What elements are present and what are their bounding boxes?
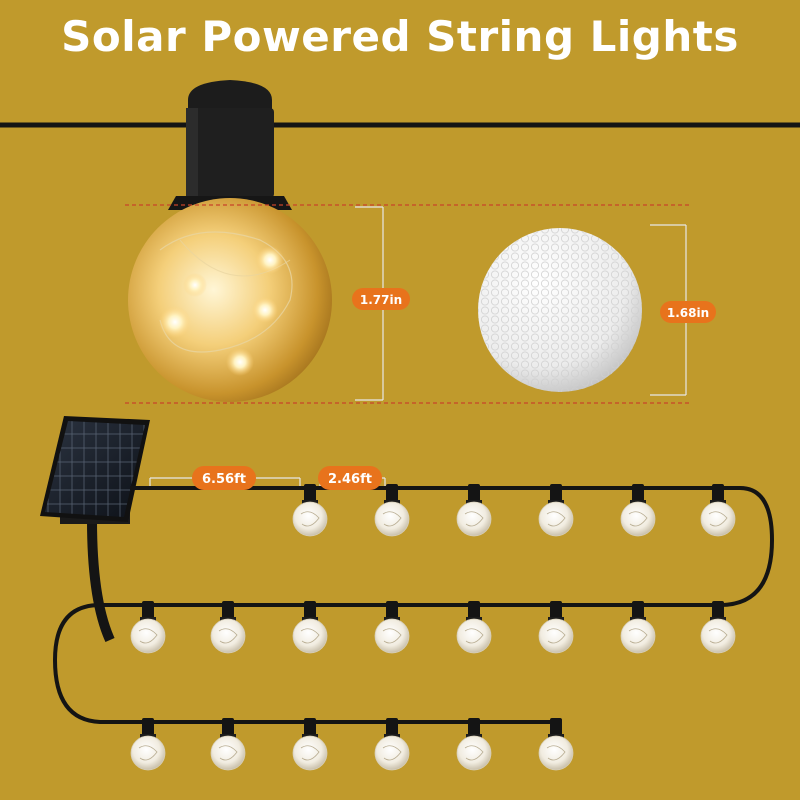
- string-bulb: [538, 601, 574, 654]
- string-bulb: [538, 484, 574, 537]
- string-bulb: [374, 718, 410, 771]
- solar-panel: [40, 416, 150, 643]
- ball-size-label: 1.68in: [660, 301, 716, 323]
- string-bulb: [292, 718, 328, 771]
- svg-text:6.56ft: 6.56ft: [202, 472, 246, 487]
- string-bulb: [292, 601, 328, 654]
- bulb-size-label: 1.77in: [352, 288, 410, 310]
- string-bulb: [130, 718, 166, 771]
- string-bulb: [620, 484, 656, 537]
- bulb-row-group: [130, 484, 736, 771]
- svg-text:1.77in: 1.77in: [360, 293, 402, 307]
- string-bulb: [210, 601, 246, 654]
- string-bulb: [210, 718, 246, 771]
- string-bulb: [456, 484, 492, 537]
- string-bulb: [374, 601, 410, 654]
- svg-text:2.46ft: 2.46ft: [328, 472, 372, 487]
- svg-text:1.68in: 1.68in: [667, 306, 709, 320]
- lead-length-label: 6.56ft: [192, 466, 256, 490]
- string-bulb: [700, 484, 736, 537]
- string-bulb: [456, 601, 492, 654]
- string-bulb: [538, 718, 574, 771]
- golf-ball: [478, 228, 642, 392]
- large-bulb: [128, 80, 332, 402]
- string-bulb: [456, 718, 492, 771]
- string-bulb: [374, 484, 410, 537]
- string-bulb: [700, 601, 736, 654]
- string-bulb: [130, 601, 166, 654]
- string-cable: [52, 486, 775, 724]
- spacing-label: 2.46ft: [318, 466, 382, 490]
- page-title: Solar Powered String Lights: [61, 12, 739, 61]
- string-bulb: [620, 601, 656, 654]
- string-bulb: [292, 484, 328, 537]
